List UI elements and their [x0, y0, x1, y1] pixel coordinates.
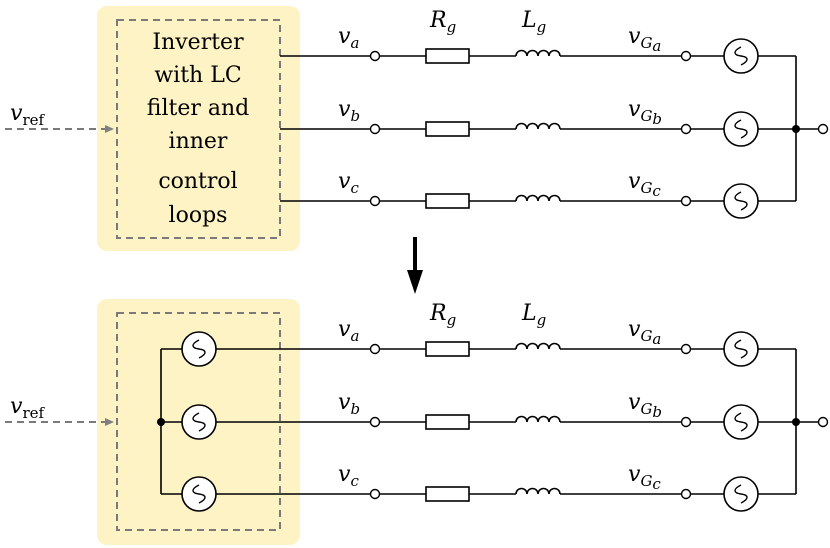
terminal	[369, 488, 381, 500]
phase-voltage-label: vc	[338, 169, 359, 197]
grid-voltage-label: vGb	[628, 97, 662, 128]
grid-voltage-label: vGc	[628, 169, 661, 200]
resistor-rg	[425, 121, 470, 137]
terminal	[817, 123, 829, 135]
resistor-rg	[425, 486, 470, 502]
terminal	[369, 343, 381, 355]
junction-node	[792, 418, 800, 426]
inverter-label-line: loops	[169, 203, 228, 228]
phase-c-top: vc vGc	[280, 169, 796, 219]
sine-wave-icon	[734, 339, 748, 359]
terminal	[680, 123, 692, 135]
phase-a-bottom: va Rg Lg vGa	[338, 301, 796, 367]
phase-voltage-label: vb	[338, 390, 360, 418]
terminal	[680, 50, 692, 62]
inductor-label: Lg	[521, 8, 546, 36]
inverter-sources	[157, 331, 370, 512]
inductor-lg	[515, 194, 561, 202]
terminal	[369, 50, 381, 62]
terminal	[680, 343, 692, 355]
resistor-rg	[425, 341, 470, 357]
junction-node	[157, 418, 165, 426]
inverter-label-line: control	[158, 169, 237, 194]
grid-neutral-bottom	[792, 349, 829, 494]
grid-voltage-label: vGb	[628, 390, 662, 421]
bottom-circuit: vref	[5, 299, 829, 545]
terminal	[680, 195, 692, 207]
sine-wave-icon	[734, 484, 748, 504]
terminal	[369, 416, 381, 428]
inductor-lg	[515, 487, 561, 495]
grid-voltage-label: vGc	[628, 462, 661, 493]
grid-voltage-label: vGa	[628, 317, 661, 348]
inverter-label-line: Inverter	[152, 30, 244, 55]
vref-bottom: vref	[5, 394, 114, 426]
phase-a-top: va Rg Lg vGa	[280, 8, 796, 74]
inverter-label: Inverter with LC filter and inner contro…	[147, 30, 249, 228]
inductor-label: Lg	[521, 301, 546, 329]
sine-wave-icon	[734, 46, 748, 66]
resistor-rg	[425, 193, 470, 209]
inductor-lg	[515, 342, 561, 350]
sine-wave-icon	[192, 339, 206, 359]
terminal	[369, 123, 381, 135]
resistor-label: Rg	[429, 8, 456, 36]
terminal	[369, 195, 381, 207]
inductor-lg	[515, 49, 561, 57]
phase-voltage-label: vb	[338, 97, 360, 125]
phase-voltage-label: vc	[338, 462, 359, 490]
sine-wave-icon	[734, 119, 748, 139]
phase-b-top: vb vGb	[280, 97, 818, 147]
resistor-label: Rg	[429, 301, 456, 329]
sine-wave-icon	[734, 412, 748, 432]
phase-voltage-label: va	[338, 317, 359, 345]
terminal	[680, 416, 692, 428]
grid-voltage-label: vGa	[628, 24, 661, 55]
top-dashed-box	[116, 19, 281, 239]
vref-label: vref	[10, 394, 45, 422]
down-arrow	[407, 237, 423, 294]
top-circuit: Inverter with LC filter and inner contro…	[5, 6, 829, 251]
resistor-rg	[425, 48, 470, 64]
phase-b-bottom: vb vGb	[338, 390, 818, 440]
top-highlight-box	[97, 6, 300, 251]
sine-wave-icon	[192, 412, 206, 432]
terminal	[817, 416, 829, 428]
terminal	[680, 488, 692, 500]
vref-label: vref	[10, 101, 45, 129]
inverter-label-line: filter and	[147, 96, 249, 121]
bottom-dashed-box	[116, 312, 281, 531]
resistor-rg	[425, 414, 470, 430]
sine-wave-icon	[734, 191, 748, 211]
inductor-lg	[515, 415, 561, 423]
inverter-label-line: inner	[169, 129, 228, 154]
junction-node	[792, 125, 800, 133]
inductor-lg	[515, 122, 561, 130]
sine-wave-icon	[192, 484, 206, 504]
inverter-label-line: with LC	[154, 63, 241, 88]
vref-top: vref	[5, 101, 114, 133]
grid-neutral-top	[792, 56, 829, 201]
phase-voltage-label: va	[338, 24, 359, 52]
phase-c-bottom: vc vGc	[338, 462, 796, 512]
